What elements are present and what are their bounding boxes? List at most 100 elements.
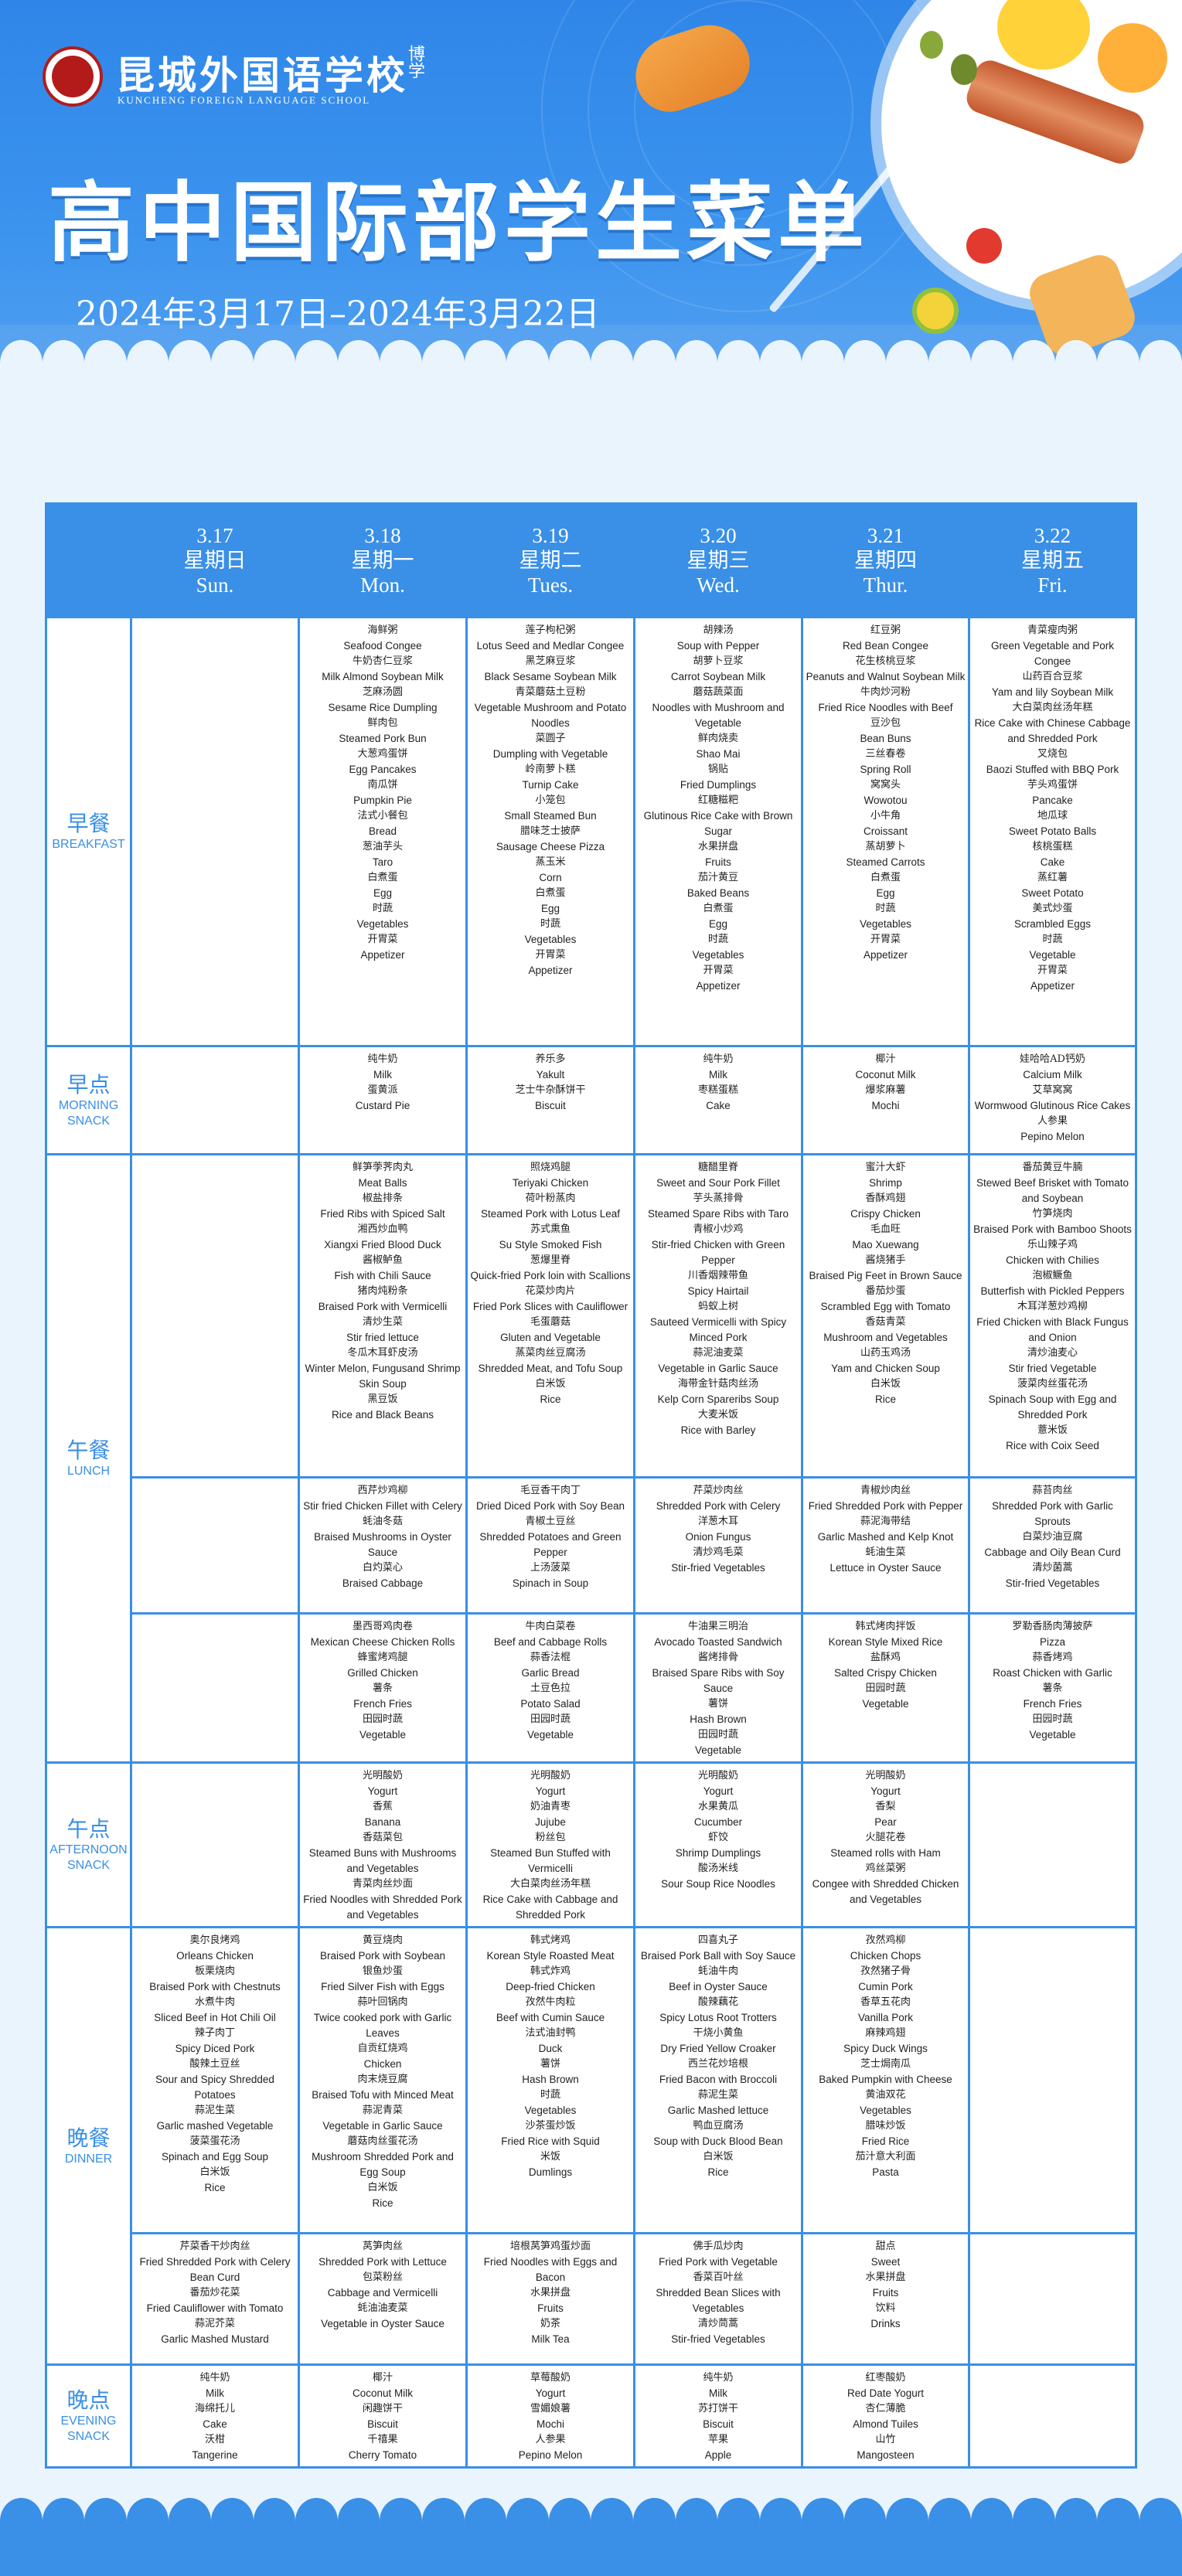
- menu-item: 田园时蔬: [1032, 1713, 1073, 1725]
- menu-item: Su Style Smoked Fish: [499, 1239, 602, 1251]
- menu-item: 蒜香法棍: [530, 1652, 571, 1663]
- menu-item: Braised Tofu with Minced Meat: [312, 2089, 454, 2101]
- day-weekday-cn: 星期二: [519, 549, 582, 572]
- menu-item: 枣糕蛋糕: [697, 1084, 738, 1096]
- menu-item: Shredded Pork with Celery: [656, 1500, 781, 1512]
- menu-item: Steamed Bun Stuffed with Vermicelli: [490, 1847, 611, 1874]
- menu-item: Yakult: [536, 1069, 565, 1080]
- menu-item: Korean Style Roasted Meat: [486, 1950, 615, 1962]
- menu-item: 白煮蛋: [703, 903, 734, 914]
- menu-item: 开胃菜: [367, 934, 398, 945]
- menu-item: Appetizer: [696, 980, 741, 992]
- scallop-divider: [0, 340, 1182, 386]
- menu-item: 青菜蘑菇土豆粉: [515, 686, 586, 698]
- menu-item: 山药玉鸡汤: [860, 1347, 911, 1359]
- menu-item: 美式炒蛋: [1032, 903, 1073, 914]
- menu-item: Scrambled Eggs: [1013, 918, 1092, 930]
- menu-item: Grilled Chicken: [347, 1667, 418, 1679]
- scallop-bump: [0, 2498, 43, 2544]
- menu-item: Cake: [706, 1100, 731, 1111]
- scallop-bump: [802, 2498, 844, 2544]
- menu-item: Mushroom and Vegetables: [823, 1332, 948, 1343]
- menu-item: Shredded Pork with Lettuce: [318, 2256, 447, 2268]
- menu-item: 海带金针菇肉丝汤: [677, 1378, 758, 1390]
- scallop-bump: [1097, 340, 1140, 386]
- menu-item: Sausage Cheese Pizza: [496, 841, 605, 852]
- menu-item: Beef in Oyster Sauce: [669, 1981, 768, 1992]
- menu-item: 鲜肉烧卖: [697, 733, 738, 744]
- menu-item: Dumpling with Vegetable: [492, 748, 608, 760]
- menu-item: 光明酸奶: [362, 1770, 403, 1781]
- menu-item: Sweet Potato: [1021, 887, 1084, 899]
- menu-item: 大葱鸡蛋饼: [357, 748, 408, 760]
- menu-item: 罗勒香肠肉薄披萨: [1012, 1621, 1093, 1632]
- menu-item: Stir-fried Vegetables: [671, 2333, 765, 2345]
- menu-item: Milk Tea: [531, 2333, 570, 2345]
- menu-item: Vegetable: [1029, 949, 1076, 961]
- menu-item: Sesame Rice Dumpling: [328, 702, 438, 713]
- menu-item: Stir-fried Chicken with Green Pepper: [651, 1239, 785, 1266]
- menu-item: 蒜苔肉丝: [1032, 1485, 1073, 1496]
- calligraphy-signature: 博学: [405, 45, 424, 79]
- menu-item: Braised Pig Feet in Brown Sauce: [809, 1270, 962, 1281]
- menu-item: Cumin Pork: [858, 1981, 913, 1992]
- menu-item: French Fries: [353, 1698, 412, 1710]
- menu-item: 盐酥鸡: [870, 1652, 901, 1663]
- menu-item: Garlic mashed Vegetable: [156, 2120, 274, 2132]
- menu-item: 薯饼: [707, 1698, 728, 1710]
- menu-item: Teriyaki Chicken: [512, 1177, 589, 1189]
- menu-item: 鲜笋荸荠肉丸: [352, 1162, 413, 1173]
- menu-item: Fried Shredded Pork with Pepper: [808, 1500, 963, 1512]
- school-name: 昆城外国语学校: [116, 53, 408, 98]
- scallop-bump: [337, 2498, 380, 2544]
- menu-item: Fried Ribs with Spiced Salt: [320, 1208, 445, 1220]
- menu-item: 奶茶: [540, 2318, 560, 2329]
- menu-item: 韩式炸鸡: [530, 1965, 571, 1977]
- scallop-bump: [1054, 2498, 1098, 2544]
- menu-item: 番茄炒蛋: [865, 1285, 906, 1297]
- menu-item: 白煮蛋: [367, 872, 398, 883]
- menu-item: Shredded Potatoes and Green Pepper: [479, 1531, 622, 1558]
- menu-item: 蚝油油麦菜: [357, 2302, 408, 2314]
- menu-item: Yogurt: [703, 1785, 734, 1797]
- menu-item: Bean Buns: [860, 733, 911, 744]
- menu-item: Braised Pork Ball with Soy Sauce: [640, 1950, 796, 1962]
- menu-item: Braised Mushrooms in Oyster Sauce: [314, 1531, 451, 1558]
- menu-item: Kelp Corn Spareribs Soup: [657, 1393, 779, 1405]
- menu-item: 甜点: [875, 2241, 896, 2252]
- menu-item: Vegetables: [692, 949, 744, 961]
- menu-item: Steamed Pork Bun: [339, 733, 427, 744]
- day-date: 3.19: [532, 524, 569, 547]
- menu-item: Cabbage and Oily Bean Curd: [984, 1547, 1121, 1558]
- menu-item: 清炒茼蒿: [697, 2318, 738, 2329]
- menu-item: Appetizer: [360, 949, 405, 961]
- menu-item: Spinach in Soup: [512, 1577, 589, 1589]
- menu-item: Appetizer: [528, 965, 573, 976]
- scallop-bump: [970, 2498, 1013, 2544]
- menu-item: 人参果: [535, 2434, 566, 2445]
- menu-item: Sweet: [870, 2256, 901, 2268]
- menu-item: 蒸玉米: [535, 856, 566, 868]
- menu-item: Butterfish with Pickled Peppers: [980, 1285, 1125, 1297]
- scallop-bump: [1013, 2498, 1055, 2544]
- menu-item: 蒸红薯: [1037, 872, 1068, 883]
- menu-item: Spinach and Egg Soup: [161, 2151, 269, 2163]
- menu-item: Mochi: [871, 1100, 900, 1111]
- menu-item: Pear: [874, 1816, 897, 1828]
- scallop-bump: [970, 340, 1013, 386]
- menu-item: 花菜炒肉片: [525, 1285, 576, 1297]
- menu-item: 芹菜香干炒肉丝: [179, 2241, 250, 2252]
- menu-item: Rice and Black Beans: [331, 1409, 434, 1421]
- menu-item: 酸辣土豆丝: [189, 2058, 240, 2070]
- menu-item: 竹笋烧肉: [1032, 1208, 1073, 1220]
